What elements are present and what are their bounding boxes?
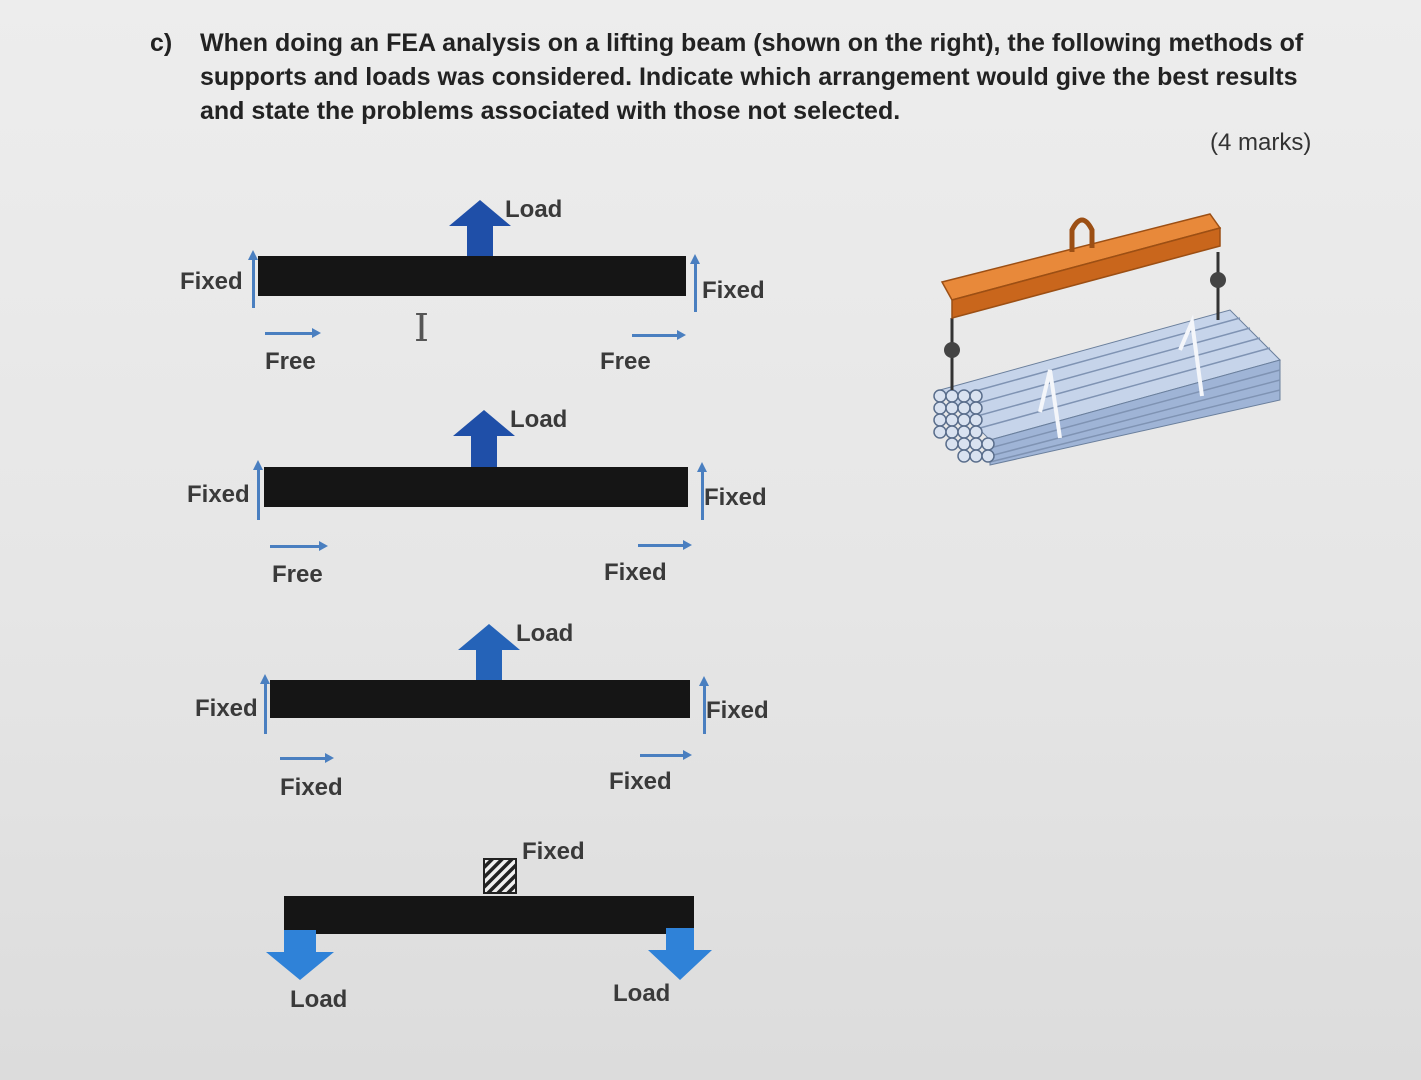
diagram-4-beam <box>284 896 694 934</box>
load-arrow-up-icon <box>453 410 515 468</box>
diagram-4-left-load-label: Load <box>290 986 348 1013</box>
arrow-head-icon <box>699 676 709 686</box>
diagram-2-left-end-label: Fixed <box>187 481 250 508</box>
arrow-head-icon <box>253 460 263 470</box>
direction-arrow-icon <box>638 540 692 550</box>
support-arrow-icon <box>264 682 267 734</box>
support-arrow-icon <box>703 684 706 734</box>
question-text: When doing an FEA analysis on a lifting … <box>200 29 1304 125</box>
diagram-1-load-label: Load <box>505 196 563 223</box>
arrow-head-icon <box>260 674 270 684</box>
direction-arrow-icon <box>280 753 334 763</box>
direction-arrow-icon <box>270 541 328 551</box>
diagram-1-right-end-label: Fixed <box>702 277 765 304</box>
hatched-fixed-support-icon <box>483 858 517 894</box>
diagram-2-right-bottom-label: Fixed <box>604 559 667 586</box>
support-arrow-icon <box>257 468 260 520</box>
load-arrow-up-icon <box>449 200 511 258</box>
direction-arrow-icon <box>265 328 321 338</box>
diagram-3-right-end-label: Fixed <box>706 697 769 724</box>
diagram-2-load-label: Load <box>510 406 568 433</box>
arrow-head-icon <box>690 254 700 264</box>
support-arrow-icon <box>694 262 697 312</box>
diagram-1-left-bottom-label: Free <box>265 348 316 375</box>
load-arrow-down-icon <box>266 930 334 980</box>
diagram-3-left-bottom-label: Fixed <box>280 774 343 801</box>
diagram-3-right-bottom-label: Fixed <box>609 768 672 795</box>
arrow-head-icon <box>697 462 707 472</box>
diagram-4-fixed-label: Fixed <box>522 838 585 865</box>
diagram-1-right-bottom-label: Free <box>600 348 651 375</box>
diagram-1-left-end-label: Fixed <box>180 268 243 295</box>
support-arrow-icon <box>701 470 704 520</box>
support-arrow-icon <box>252 258 255 308</box>
load-arrow-up-icon <box>458 624 520 682</box>
diagram-3-beam <box>270 680 690 718</box>
diagram-2-left-bottom-label: Free <box>272 561 323 588</box>
diagram-1-beam <box>258 256 686 296</box>
lifting-beam-illustration <box>933 213 1281 466</box>
load-arrow-down-icon <box>648 928 712 980</box>
direction-arrow-icon <box>632 330 686 340</box>
arrow-head-icon <box>248 250 258 260</box>
diagram-3-left-end-label: Fixed <box>195 695 258 722</box>
diagram-3-load-label: Load <box>516 620 574 647</box>
direction-arrow-icon <box>640 750 692 760</box>
diagram-2-beam <box>264 467 688 507</box>
diagram-2-right-end-label: Fixed <box>704 484 767 511</box>
diagram-4-right-load-label: Load <box>613 980 671 1007</box>
text-cursor-icon: I <box>414 306 430 350</box>
question-number: c) <box>150 29 173 57</box>
question-marks: (4 marks) <box>1210 129 1312 156</box>
